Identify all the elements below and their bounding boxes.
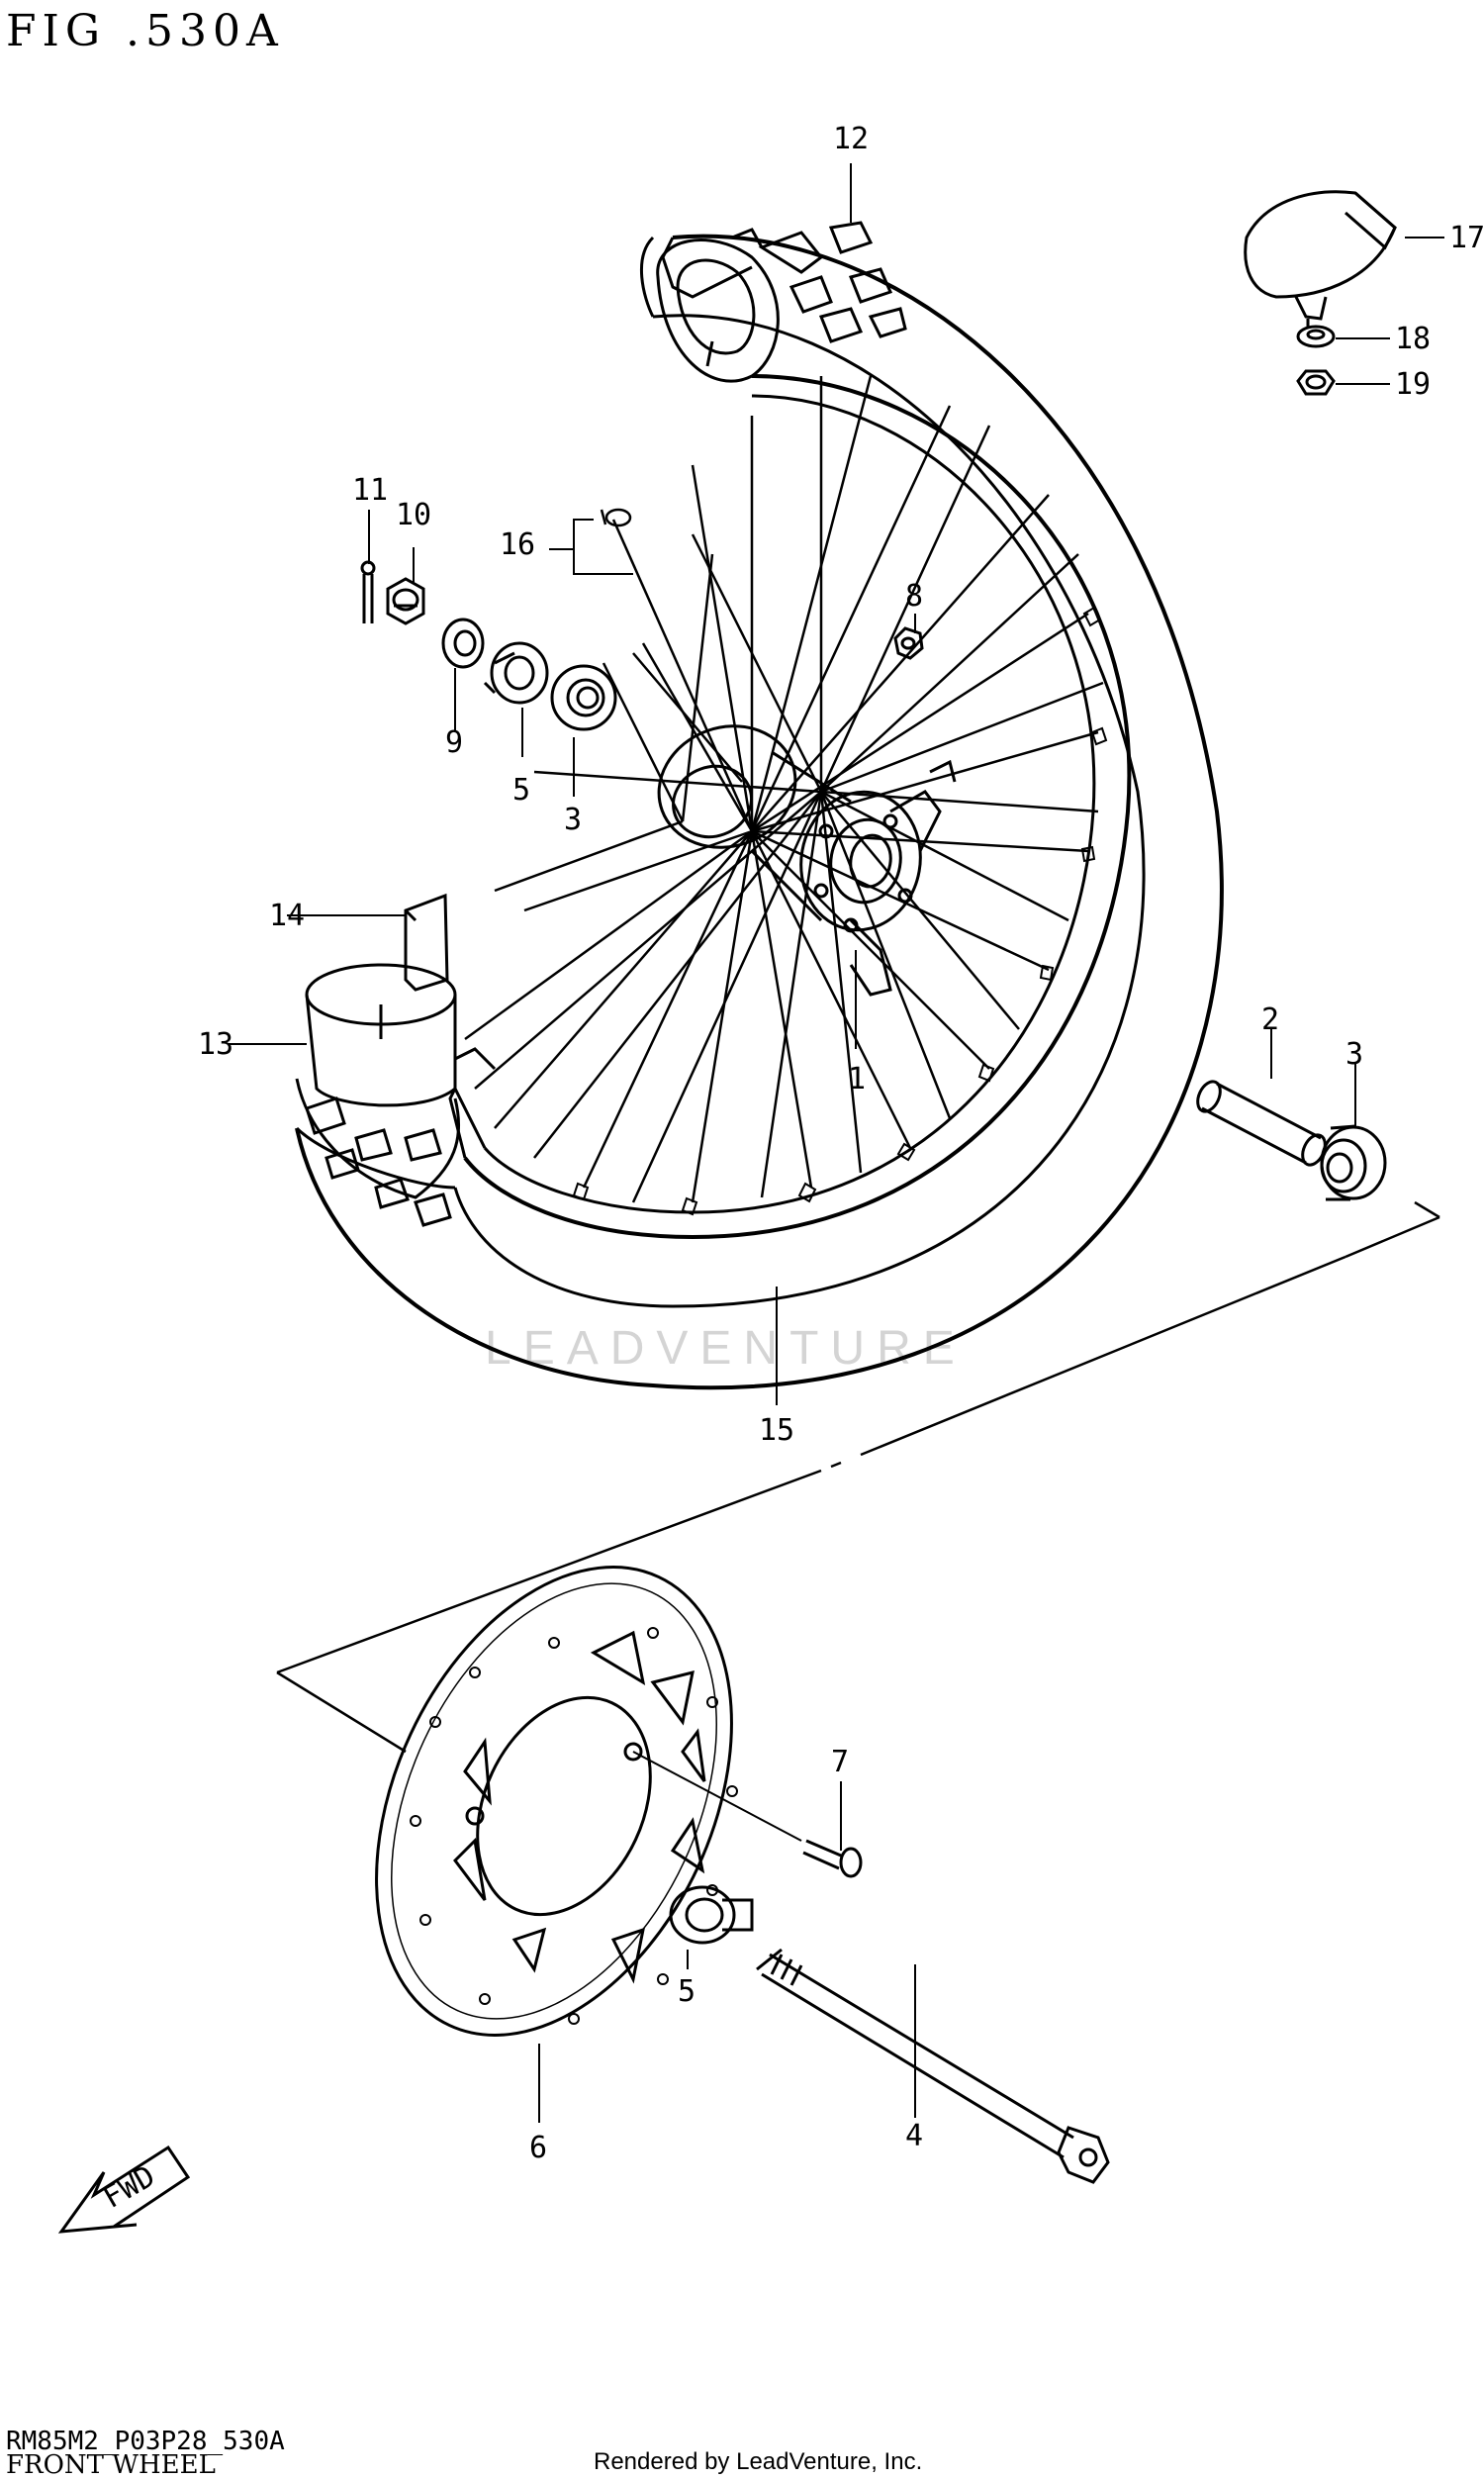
callout-10: 10 xyxy=(396,498,431,532)
callout-17: 17 xyxy=(1449,221,1484,255)
callout-8: 8 xyxy=(905,579,923,614)
callout-3-upper: 3 xyxy=(564,803,582,837)
callout-13: 13 xyxy=(198,1027,233,1062)
cotter-pin-11[interactable] xyxy=(360,560,376,623)
callout-5-upper: 5 xyxy=(512,773,530,808)
axle-nut-10[interactable] xyxy=(386,577,425,625)
rim-strip-14[interactable] xyxy=(404,893,449,992)
rim-lock-17[interactable] xyxy=(1244,190,1397,327)
callout-leaders xyxy=(228,163,1444,2123)
hub[interactable] xyxy=(642,708,957,997)
fwd-label: FWD xyxy=(98,2159,161,2216)
nipple-8[interactable] xyxy=(893,626,924,660)
spacer-5-upper[interactable] xyxy=(483,641,549,705)
disc-bolt-7[interactable] xyxy=(632,1751,863,1878)
callout-19: 19 xyxy=(1395,367,1431,402)
figure-name: FRONT WHEEL xyxy=(6,2450,216,2480)
spoke-set-16[interactable] xyxy=(600,508,754,832)
rim[interactable] xyxy=(448,374,1132,1240)
brake-disc-6[interactable] xyxy=(306,1510,801,2092)
callout-6: 6 xyxy=(529,2131,547,2165)
bearing-3-lower[interactable] xyxy=(1320,1124,1387,1201)
figure-code: RM85M2_P03P28_530A xyxy=(6,2427,285,2456)
tire-cutaway-top xyxy=(656,221,907,383)
tire-cutaway-bottom xyxy=(295,1078,461,1227)
figure-title: FIG .530A xyxy=(6,6,284,56)
callout-4: 4 xyxy=(905,2119,923,2153)
callout-1: 1 xyxy=(848,1062,866,1097)
callout-9: 9 xyxy=(445,725,463,760)
callout-numbers: 1 2 3 3 4 5 5 6 7 8 9 10 11 12 13 14 15 … xyxy=(198,122,1484,2165)
callout-3-lower: 3 xyxy=(1345,1037,1363,1072)
callout-14: 14 xyxy=(269,899,305,933)
callout-18: 18 xyxy=(1395,322,1431,356)
bearing-3-upper[interactable] xyxy=(550,664,617,731)
callout-7: 7 xyxy=(831,1745,849,1779)
callout-5-lower: 5 xyxy=(678,1974,696,2009)
callout-11: 11 xyxy=(352,473,388,508)
tire-section-13[interactable] xyxy=(305,963,497,1107)
spacer-5-lower[interactable] xyxy=(669,1885,754,1945)
render-credit: Rendered by LeadVenture, Inc. xyxy=(594,2448,923,2475)
callout-2: 2 xyxy=(1261,1002,1279,1037)
axle-4[interactable] xyxy=(756,1948,1110,2184)
spacer-2[interactable] xyxy=(1193,1078,1330,1168)
nut-19[interactable] xyxy=(1296,369,1336,396)
callout-16: 16 xyxy=(500,527,535,562)
spoke-nipples xyxy=(572,606,1108,1216)
washer-9[interactable] xyxy=(441,618,485,669)
axle-centerline xyxy=(276,1200,1440,1754)
spokes xyxy=(464,375,1104,1203)
fwd-arrow: FWD xyxy=(57,2145,191,2234)
washer-18[interactable] xyxy=(1296,325,1336,348)
callout-15: 15 xyxy=(759,1413,794,1448)
callout-12: 12 xyxy=(833,122,869,156)
tire[interactable] xyxy=(295,234,1224,1390)
